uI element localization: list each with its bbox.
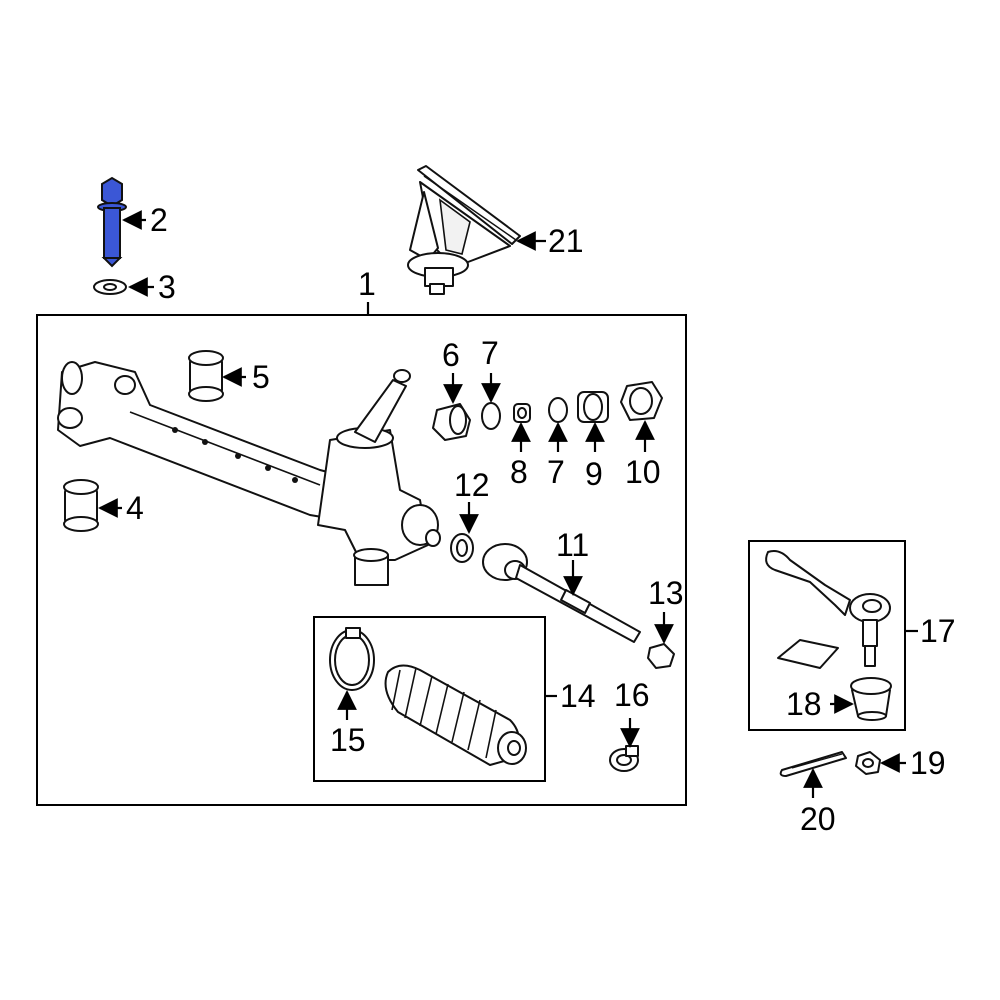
part-21-dust-seal[interactable] — [407, 165, 521, 295]
callout-17: 17 — [920, 613, 956, 649]
bolt-shank-highlighted — [103, 207, 121, 259]
part-8-spring[interactable] — [513, 403, 531, 423]
part-6-yoke[interactable] — [432, 403, 471, 441]
callout-labels: 2 3 21 1 5 4 6 7 8 7 9 10 12 11 13 14 16… — [126, 202, 956, 837]
part-14-boot-frame — [313, 616, 546, 782]
part-1-assembly-frame — [36, 314, 687, 806]
part-13-nut[interactable] — [647, 643, 675, 669]
callout-8: 8 — [510, 454, 528, 490]
callout-7-upper: 7 — [481, 335, 499, 371]
part-12-washer[interactable] — [450, 533, 474, 563]
rack-housing[interactable] — [57, 361, 441, 586]
part-15-clamp[interactable] — [329, 627, 375, 691]
leader-arrows — [98, 210, 906, 798]
callout-18: 18 — [786, 686, 822, 722]
part-17-frame — [748, 540, 906, 731]
part-19-nut[interactable] — [855, 751, 881, 775]
callout-2: 2 — [150, 202, 168, 238]
part-14-boot[interactable] — [384, 664, 527, 766]
part-17-tie-rod-end[interactable] — [765, 550, 891, 669]
callout-5: 5 — [252, 359, 270, 395]
part-16-clip[interactable] — [609, 745, 639, 772]
part-5-bushing[interactable] — [188, 350, 224, 402]
callout-10: 10 — [625, 454, 661, 490]
part-18-boot[interactable] — [850, 677, 892, 721]
part-3-washer[interactable] — [93, 279, 127, 295]
part-7-o-ring[interactable] — [481, 402, 501, 430]
callout-16: 16 — [614, 677, 650, 713]
callout-4: 4 — [126, 490, 144, 526]
part-20-cotter-pin[interactable] — [779, 751, 847, 777]
callout-15: 15 — [330, 722, 366, 758]
callout-21: 21 — [548, 223, 584, 259]
callout-1: 1 — [358, 266, 376, 302]
callout-19: 19 — [910, 745, 946, 781]
callout-3: 3 — [158, 269, 176, 305]
callout-11: 11 — [556, 527, 589, 563]
part-2-bolt[interactable] — [97, 176, 127, 268]
callout-6: 6 — [442, 337, 460, 373]
callout-20: 20 — [800, 801, 836, 837]
callout-9: 9 — [585, 456, 603, 492]
callout-7-lower: 7 — [547, 454, 565, 490]
part-11-tie-rod[interactable] — [482, 543, 641, 643]
part-10-lock-nut[interactable] — [620, 381, 663, 421]
callout-14: 14 — [560, 678, 596, 714]
callout-12: 12 — [454, 467, 490, 503]
part-9-plug[interactable] — [577, 391, 609, 423]
bolt-head-highlighted — [101, 176, 123, 208]
part-7-o-ring[interactable] — [548, 397, 568, 423]
bolt-tip-highlighted — [101, 257, 123, 268]
part-4-bushing[interactable] — [63, 479, 99, 532]
callout-13: 13 — [648, 575, 684, 611]
